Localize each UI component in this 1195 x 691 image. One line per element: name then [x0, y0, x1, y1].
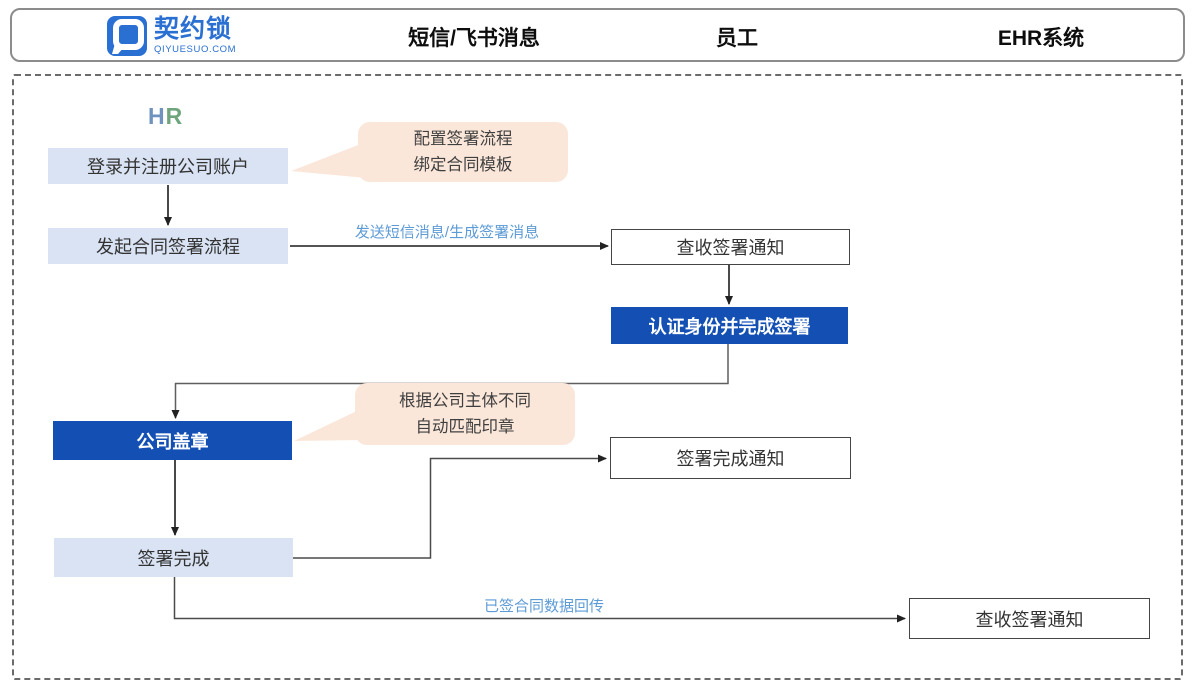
logo-domain-text: QIYUESUO.COM: [154, 44, 237, 56]
edge-label-send-message: 发送短信消息/生成签署消息: [354, 224, 540, 241]
node-label: 签署完成通知: [676, 449, 785, 469]
node-label: 查收签署通知: [975, 609, 1084, 630]
callout-line: 根据公司主体不同: [399, 392, 531, 410]
node-label: 查收签署通知: [676, 238, 785, 258]
node-label: 发起合同签署流程: [96, 237, 240, 257]
node-label: 签署完成: [137, 548, 210, 569]
node-ehr-check-sign-notice: 查收签署通知: [909, 598, 1150, 639]
hr-label-r: R: [165, 103, 184, 129]
column-header-ehr-system: EHR系统: [997, 27, 1085, 50]
node-auth-and-sign: 认证身份并完成签署: [611, 307, 848, 344]
qiyuesuo-logo-icon: [107, 16, 147, 56]
logo-brand-text: 契约锁: [154, 15, 233, 44]
column-header-sms-feishu: 短信/飞书消息: [408, 27, 540, 50]
node-sign-complete-notice: 签署完成通知: [610, 437, 851, 479]
node-login-register-account: 登录并注册公司账户: [48, 148, 288, 184]
callout-configure-flow: 配置签署流程 绑定合同模板: [358, 122, 568, 182]
node-company-seal: 公司盖章: [53, 421, 292, 460]
node-check-sign-notice: 查收签署通知: [611, 229, 850, 265]
node-initiate-sign-flow: 发起合同签署流程: [48, 228, 288, 264]
hr-label-h: H: [148, 103, 166, 129]
node-label: 认证身份并完成签署: [648, 316, 811, 337]
node-label: 公司盖章: [136, 431, 209, 452]
edge-label-data-return: 已签合同数据回传: [483, 598, 605, 615]
logo-text-block: 契约锁 QIYUESUO.COM: [154, 17, 236, 55]
qiyuesuo-logo: 契约锁 QIYUESUO.COM: [107, 16, 236, 56]
hr-lane-label: HR: [148, 103, 183, 130]
column-header-employee: 员工: [716, 27, 758, 50]
node-sign-complete: 签署完成: [54, 538, 293, 577]
callout-line: 配置签署流程: [413, 130, 513, 148]
callout-seal-match: 根据公司主体不同 自动匹配印章: [355, 383, 575, 445]
header-bar: 契约锁 QIYUESUO.COM 短信/飞书消息 员工 EHR系统: [10, 8, 1185, 62]
callout-line: 绑定合同模板: [413, 156, 513, 174]
callout-line: 自动匹配印章: [415, 418, 515, 436]
node-label: 登录并注册公司账户: [87, 157, 249, 177]
